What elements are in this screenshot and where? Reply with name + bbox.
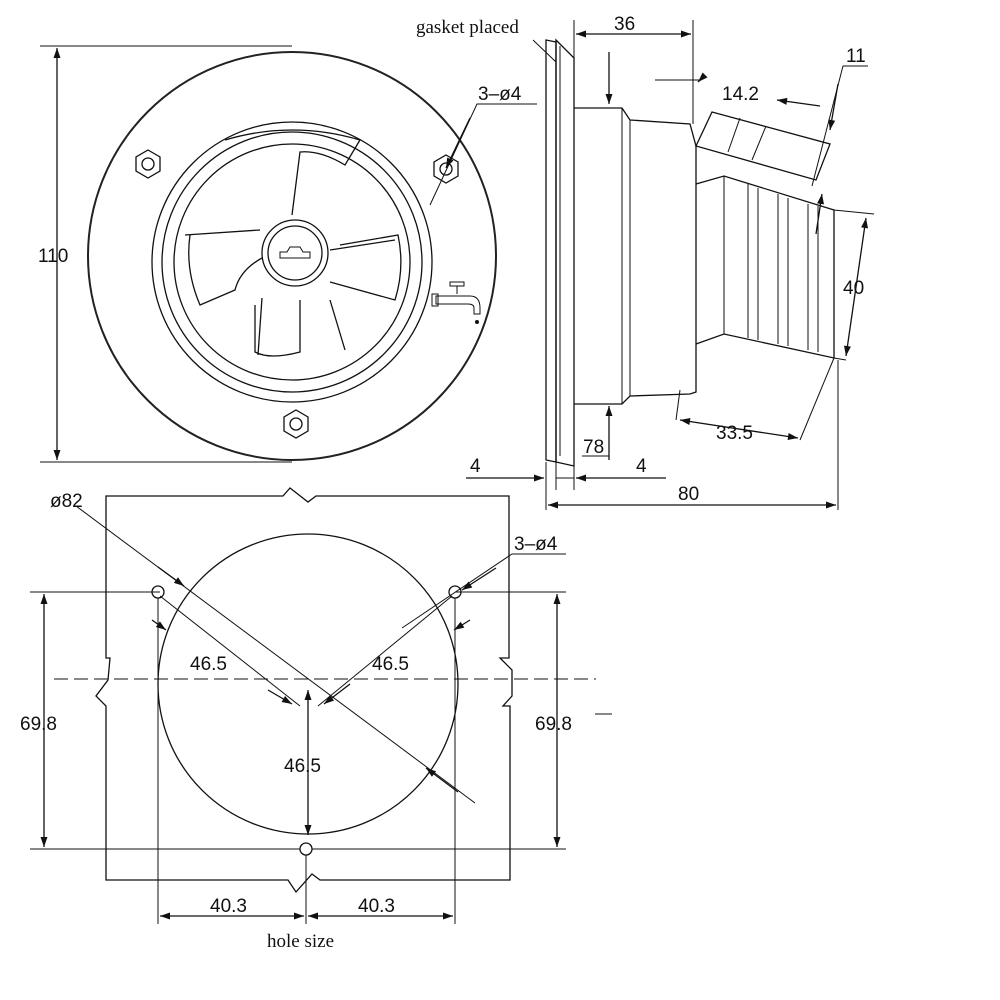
dim-40: 40 (843, 278, 864, 299)
outer-flange-circle (87, 51, 497, 461)
water-tap-icon (431, 281, 481, 324)
dim-14-2: 14.2 (722, 84, 759, 105)
hole-size-label: hole size (267, 931, 334, 952)
key-slot-icon (279, 246, 311, 259)
dim-line-82 (75, 505, 476, 804)
leader-arrow-holes-top (445, 117, 471, 169)
rim-circle-outer (151, 121, 433, 403)
cap-handle-spokes (184, 229, 396, 356)
panel-outline (95, 487, 513, 894)
dim-82: ø82 (50, 491, 83, 512)
dim-80: 80 (678, 484, 699, 505)
cap-handle (188, 129, 402, 357)
dim-33-5: 33.5 (716, 423, 753, 444)
dim-46-5-left: 46.5 (190, 654, 227, 675)
dim-36: 36 (614, 14, 635, 35)
dim-holes-bottom: 3–ø4 (514, 534, 558, 555)
dim-line-14-2 (776, 97, 821, 107)
cap-circle (173, 143, 411, 381)
leader-holes-bottom (401, 553, 566, 629)
gasket-leader (532, 39, 557, 63)
key-lock-inner (267, 225, 323, 281)
nut-top-left (135, 149, 161, 179)
nut-top-right (433, 154, 459, 184)
hole-bottom (299, 842, 313, 856)
front-view: 110 3–ø4 (38, 45, 537, 463)
flange-plate (555, 38, 575, 467)
dim-46-5-right: 46.5 (372, 654, 409, 675)
leader-11 (811, 65, 868, 187)
side-view: gasket placed 36 11 (416, 14, 875, 510)
dim-line-40 (843, 217, 869, 357)
dim-11: 11 (846, 46, 866, 67)
dim-4-right: 4 (636, 456, 647, 477)
gasket-label: gasket placed (416, 17, 519, 38)
vent-pipe (695, 111, 831, 181)
dim-holes-top: 3–ø4 (478, 84, 522, 105)
key-lock-outer (261, 219, 329, 287)
dim-line-33-5 (679, 418, 799, 440)
fill-pipe (695, 175, 835, 359)
hole-size-view: ø82 3–ø4 46.5 46.5 46.5 69.8 69.8 40. (20, 487, 612, 952)
dim-110: 110 (38, 246, 68, 267)
dim-69-8-right: 69.8 (535, 714, 572, 735)
dim-40-3-left: 40.3 (210, 896, 247, 917)
gasket-plate (545, 39, 557, 463)
body-outline (574, 107, 697, 405)
nut-bottom (283, 409, 309, 439)
rim-circle-inner (161, 131, 423, 393)
dim-4-left: 4 (470, 456, 481, 477)
dim-78: 78 (583, 437, 604, 458)
dim-46-5-vert: 46.5 (284, 756, 321, 777)
dim-40-3-right: 40.3 (358, 896, 395, 917)
leader-holes-top (429, 103, 537, 206)
dim-69-8-left: 69.8 (20, 714, 57, 735)
